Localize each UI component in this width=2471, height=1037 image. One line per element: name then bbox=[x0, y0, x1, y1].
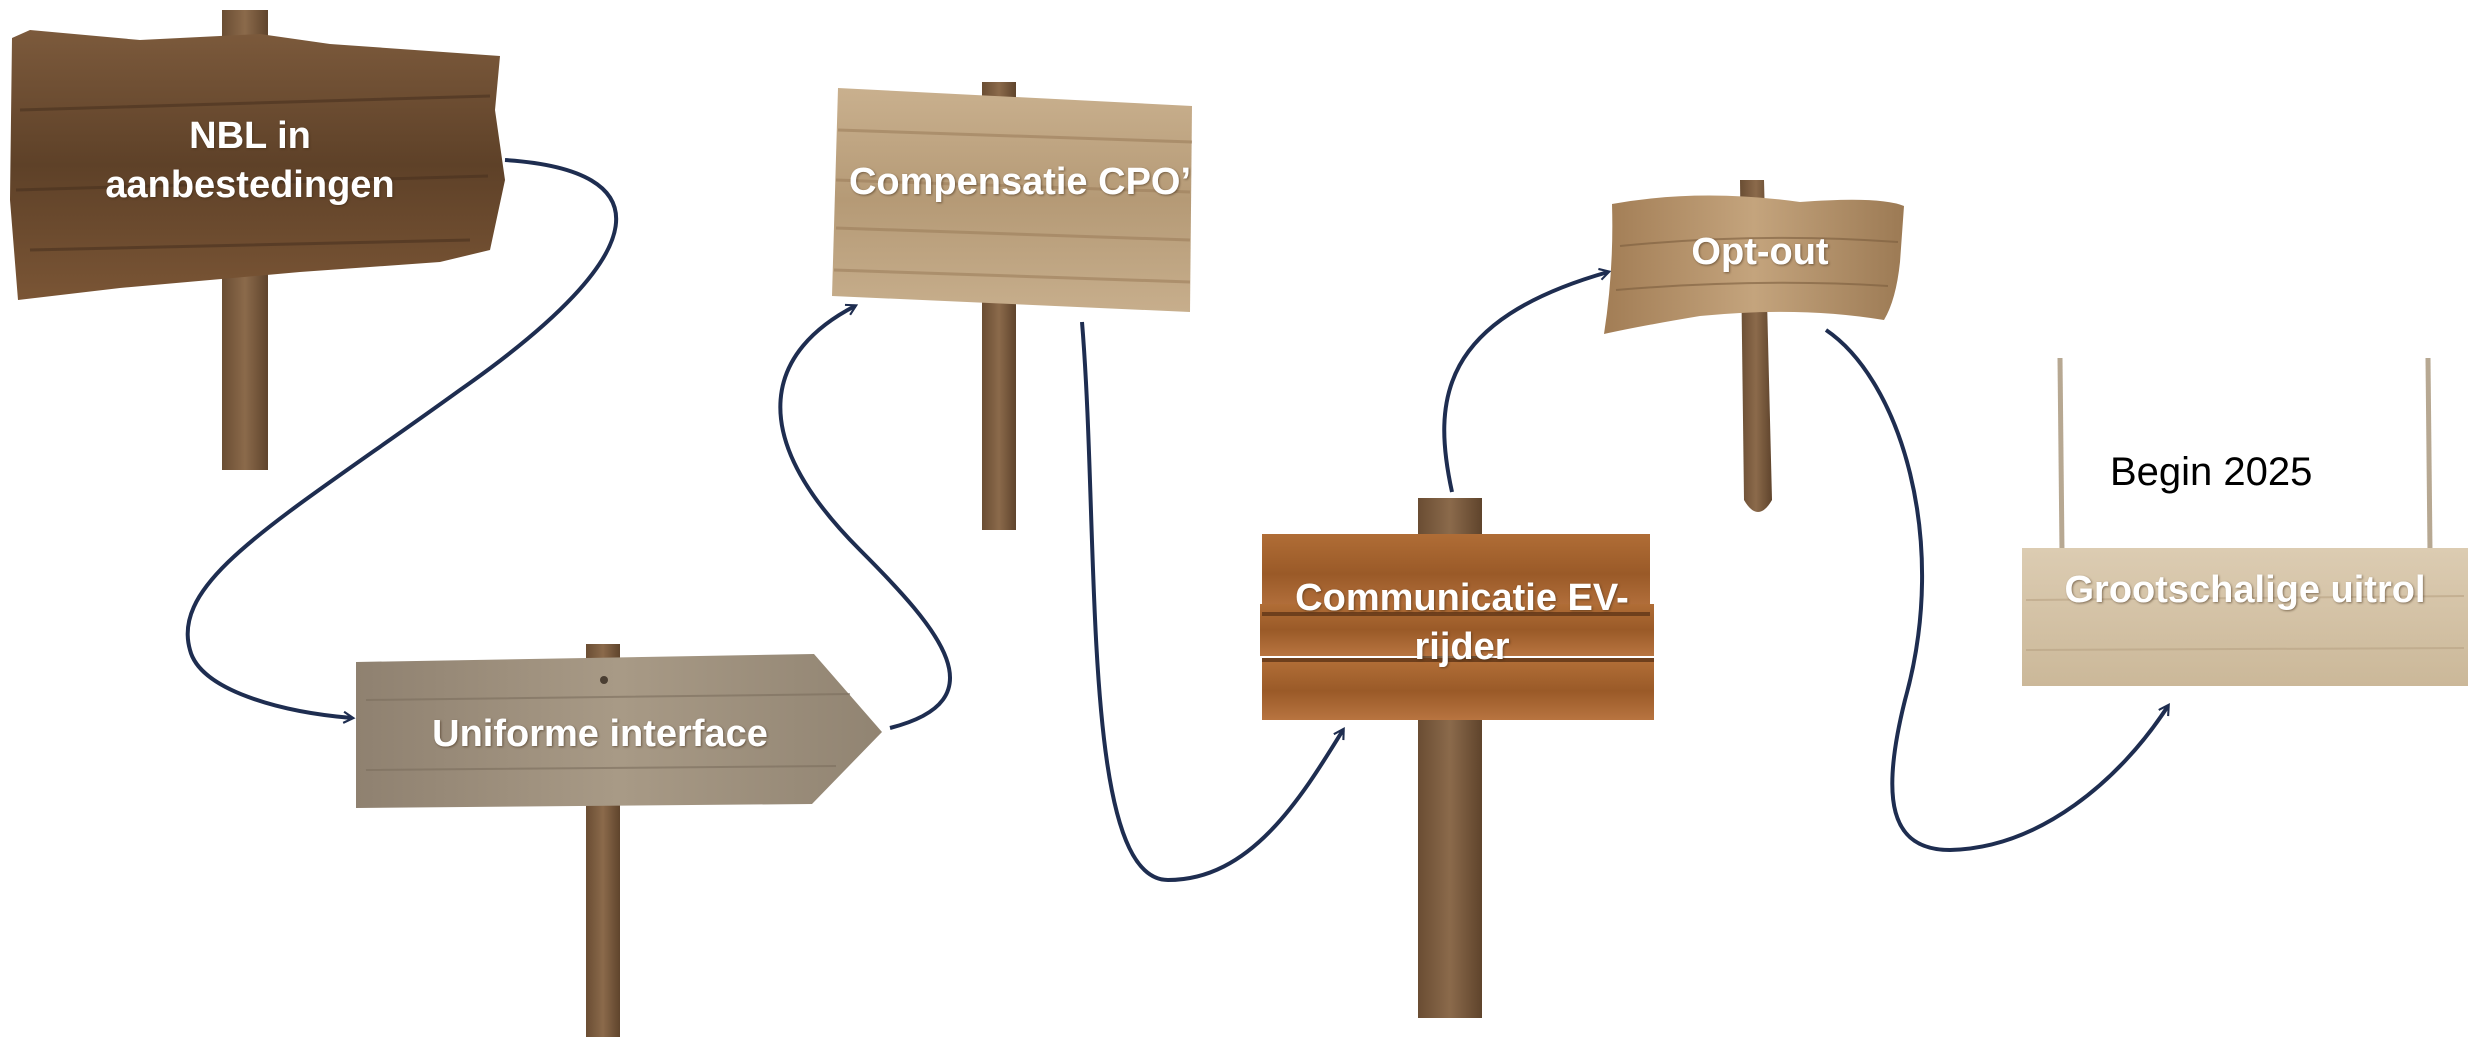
sign-compensatie-board bbox=[832, 88, 1192, 312]
sign-optout-board bbox=[1604, 195, 1904, 334]
sign-nbl-board bbox=[10, 30, 505, 300]
sign-communicatie-board-top bbox=[1262, 534, 1650, 614]
arrow-nbl-to-uniforme bbox=[185, 158, 619, 724]
sign-nbl bbox=[10, 10, 505, 470]
sign-grootschalig bbox=[2022, 357, 2468, 686]
sign-communicatie bbox=[1260, 498, 1654, 1018]
sign-uniforme bbox=[356, 644, 882, 1037]
rope-right bbox=[2425, 357, 2433, 553]
label-grootschalig: Grootschalige uitrol bbox=[2064, 569, 2426, 611]
label-begin-2025: Begin 2025 bbox=[2110, 450, 2313, 494]
arrow-uniforme-to-compensatie bbox=[778, 303, 953, 730]
sign-communicatie-board-bottom bbox=[1262, 662, 1654, 720]
arrow-optout-to-grootschalig bbox=[1824, 328, 2170, 853]
label-compensatie: Compensatie CPO’ bbox=[848, 161, 1192, 203]
arrow-compensatie-to-communicatie bbox=[1080, 321, 1345, 883]
sign-grootschalig-board bbox=[2022, 548, 2468, 686]
arrow-communicatie-to-optout bbox=[1442, 267, 1612, 493]
label-nbl: NBL in aanbestedingen bbox=[105, 115, 395, 207]
connectors bbox=[185, 158, 2170, 883]
sign-compensatie bbox=[832, 82, 1193, 530]
label-uniforme: Uniforme interface bbox=[432, 713, 768, 755]
label-communicatie: Communicatie EV- rijder bbox=[1295, 577, 1629, 669]
sign-optout bbox=[1604, 180, 1904, 512]
label-optout: Opt-out bbox=[1691, 231, 1829, 273]
rope-left bbox=[2057, 357, 2065, 553]
